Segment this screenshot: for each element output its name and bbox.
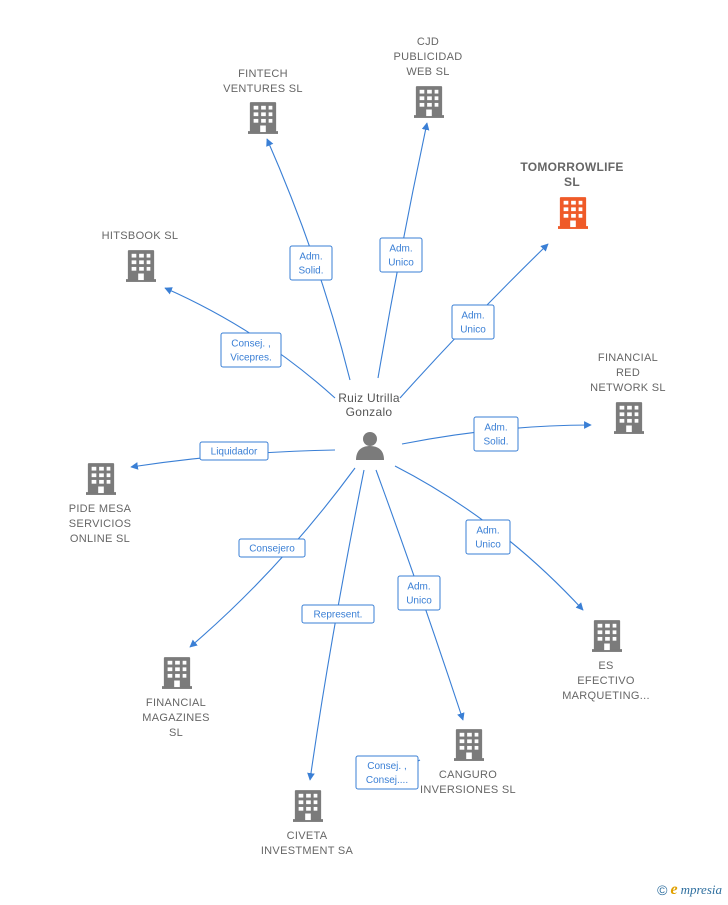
relation-text: Solid.	[298, 266, 323, 277]
company-node-civeta[interactable]: CIVETA INVESTMENT SA	[261, 790, 354, 857]
company-name-line: FINANCIAL	[598, 352, 658, 364]
relation-text: Vicepres.	[230, 353, 272, 364]
relation-label-tomorrowlife[interactable]: Adm. Unico	[451, 304, 495, 340]
relation-box	[355, 755, 419, 790]
building-icon	[126, 250, 156, 282]
relation-text: Unico	[475, 540, 501, 551]
relation-label-canguro[interactable]: Adm. Unico	[397, 575, 441, 611]
company-name-line: SL	[564, 175, 580, 189]
relation-text: Consej....	[366, 775, 408, 786]
building-icon	[454, 729, 484, 761]
company-name-line: NETWORK SL	[590, 382, 666, 394]
building-icon	[86, 463, 116, 495]
relation-text: Solid.	[483, 437, 508, 448]
building-icon	[592, 620, 622, 652]
company-name-line: CANGURO	[439, 769, 497, 781]
relation-label-canguro-civeta[interactable]: Consej. , Consej....	[355, 755, 419, 790]
relation-text: Adm.	[461, 311, 484, 322]
relation-box	[199, 441, 269, 461]
company-name-line: INVESTMENT SA	[261, 845, 354, 857]
relation-text: Adm.	[389, 244, 412, 255]
company-name-line: SERVICIOS	[69, 518, 131, 530]
relation-text: Adm.	[407, 582, 430, 593]
nodes-layer: FINTECH VENTURES SL CJD PUBLICIDAD WEB SL TOM…	[69, 36, 666, 857]
relation-label-financial-red[interactable]: Adm. Solid.	[473, 416, 519, 452]
company-node-financial-red[interactable]: FINANCIAL RED NETWORK SL	[590, 352, 666, 434]
company-name-line: CIVETA	[287, 830, 328, 842]
relation-label-hitsbook[interactable]: Consej. , Vicepres.	[220, 332, 282, 368]
relation-box	[238, 538, 306, 558]
company-name-line: ONLINE SL	[70, 533, 130, 545]
relation-text: Unico	[388, 258, 414, 269]
company-name-line: FINANCIAL	[146, 697, 206, 709]
person-name-line-2: Gonzalo	[346, 405, 393, 419]
company-name-line: CJD	[417, 36, 439, 48]
relation-label-fintech[interactable]: Adm. Solid.	[289, 245, 333, 281]
edge-civeta	[307, 469, 365, 781]
relation-box	[301, 604, 375, 624]
company-name-line: RED	[616, 367, 640, 379]
company-node-pide-mesa[interactable]: PIDE MESA SERVICIOS ONLINE SL	[69, 463, 132, 545]
relation-text: Consej. ,	[367, 761, 406, 772]
building-icon	[248, 102, 278, 134]
relation-text: Adm.	[476, 526, 499, 537]
company-name-line: TOMORROWLIFE	[520, 160, 623, 174]
relation-label-es-efectivo[interactable]: Adm. Unico	[465, 519, 511, 555]
relation-text: Liquidador	[211, 447, 258, 458]
relation-label-civeta[interactable]: Represent.	[301, 604, 375, 624]
company-node-financial-magazines[interactable]: FINANCIAL MAGAZINES SL	[142, 657, 210, 739]
relation-box	[379, 237, 423, 273]
company-name-line: ES	[598, 660, 613, 672]
relation-text: Unico	[460, 325, 486, 336]
person-name-line-1: Ruiz Utrilla	[338, 391, 400, 405]
company-name-line: FINTECH	[238, 68, 288, 80]
company-name-line: MAGAZINES	[142, 712, 210, 724]
relation-text: Consej. ,	[231, 339, 270, 350]
person-icon	[356, 432, 384, 460]
brand-name: mpresia	[680, 882, 722, 897]
brand-initial: e	[670, 881, 678, 898]
company-name-line: EFECTIVO	[577, 675, 635, 687]
relation-text: Represent.	[314, 610, 363, 621]
company-name-line: WEB SL	[406, 66, 449, 78]
relation-text: Adm.	[484, 423, 507, 434]
relation-label-financial-magazines[interactable]: Consejero	[238, 538, 306, 558]
building-icon	[293, 790, 323, 822]
company-node-canguro[interactable]: CANGURO INVERSIONES SL	[420, 729, 516, 796]
company-node-es-efectivo[interactable]: ES EFECTIVO MARQUETING...	[562, 620, 650, 702]
edge-financial-magazines	[189, 467, 356, 648]
copyright-symbol: ©	[657, 882, 668, 898]
company-name-line: HITSBOOK SL	[102, 230, 179, 242]
company-name-line: VENTURES SL	[223, 83, 303, 95]
relation-box	[220, 332, 282, 368]
company-name-line: PUBLICIDAD	[393, 51, 462, 63]
company-name-line: PIDE MESA	[69, 503, 132, 515]
company-name-line: INVERSIONES SL	[420, 784, 516, 796]
relation-box	[465, 519, 511, 555]
relation-label-cjd[interactable]: Adm. Unico	[379, 237, 423, 273]
building-icon	[162, 657, 192, 689]
company-node-cjd[interactable]: CJD PUBLICIDAD WEB SL	[393, 36, 462, 118]
relation-box	[397, 575, 441, 611]
company-node-hitsbook[interactable]: HITSBOOK SL	[102, 230, 179, 282]
relation-text: Unico	[406, 596, 432, 607]
relation-text: Consejero	[249, 544, 295, 555]
company-name-line: MARQUETING...	[562, 690, 650, 702]
relation-box	[451, 304, 495, 340]
relation-box	[473, 416, 519, 452]
company-name-line: SL	[169, 727, 183, 739]
relation-label-pide-mesa[interactable]: Liquidador	[199, 441, 269, 461]
company-node-fintech[interactable]: FINTECH VENTURES SL	[223, 68, 303, 134]
person-node[interactable]: Ruiz Utrilla Gonzalo	[338, 391, 400, 460]
building-icon	[558, 197, 588, 229]
relation-text: Adm.	[299, 252, 322, 263]
building-icon	[614, 402, 644, 434]
building-icon	[414, 86, 444, 118]
relation-box	[289, 245, 333, 281]
